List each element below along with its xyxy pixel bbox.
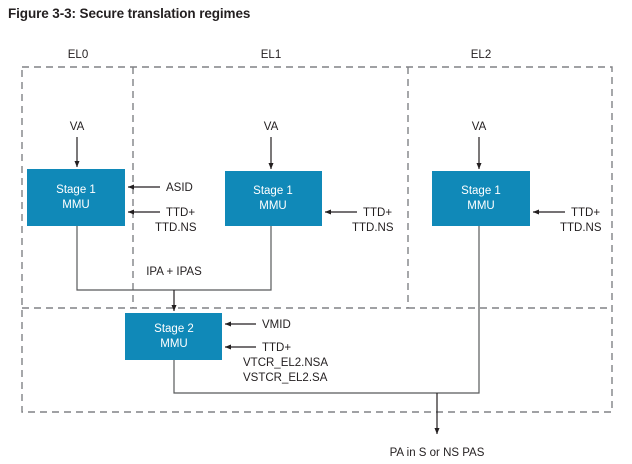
el0-stage1-label-line1: Stage 1	[56, 184, 96, 196]
el2-ttd-label-line1: TTD+	[571, 207, 600, 219]
el0-va-label: VA	[70, 121, 85, 133]
el1-va-label: VA	[264, 121, 279, 133]
el0-stage1-mmu-box[interactable]	[27, 169, 125, 226]
figure-title: Figure 3-3: Secure translation regimes	[8, 6, 251, 21]
ipa-bus-label: IPA + IPAS	[146, 266, 202, 278]
el1-ttd-label-line2: TTD.NS	[352, 222, 394, 234]
region-label-el2: EL2	[471, 49, 491, 61]
el2-stage1-label-line2: MMU	[467, 200, 494, 212]
stage2-ttd-label-line2: VTCR_EL2.NSA	[243, 357, 328, 369]
stage2-label-line2: MMU	[160, 338, 187, 350]
el2-ttd-label-line2: TTD.NS	[560, 222, 602, 234]
el1-stage1-label-line1: Stage 1	[253, 185, 293, 197]
ipa-merge-bus	[76, 226, 272, 312]
el1-stage1-mmu-box[interactable]	[225, 171, 322, 226]
stage2-ttd-label-line1: TTD+	[262, 342, 291, 354]
el2-va-label: VA	[472, 121, 487, 133]
el1-stage1-label-line2: MMU	[259, 200, 286, 212]
stage2-ttd-label-line3: VSTCR_EL2.SA	[243, 372, 328, 384]
region-label-el1: EL1	[261, 49, 281, 61]
el2-stage1-label-line1: Stage 1	[461, 185, 501, 197]
stage2-mmu-box[interactable]	[125, 313, 222, 360]
pa-output-label: PA in S or NS PAS	[390, 447, 485, 459]
el0-ttd-label-line1: TTD+	[166, 207, 195, 219]
el1-ttd-label-line1: TTD+	[363, 207, 392, 219]
pa-output-bus	[173, 226, 480, 435]
stage2-label-line1: Stage 2	[154, 323, 194, 335]
region-label-el0: EL0	[68, 49, 88, 61]
el2-stage1-mmu-box[interactable]	[432, 171, 530, 226]
el0-asid-label: ASID	[166, 182, 193, 194]
el0-ttd-label-line2: TTD.NS	[155, 222, 197, 234]
stage2-vmid-label: VMID	[262, 319, 291, 331]
el0-stage1-label-line2: MMU	[62, 199, 89, 211]
